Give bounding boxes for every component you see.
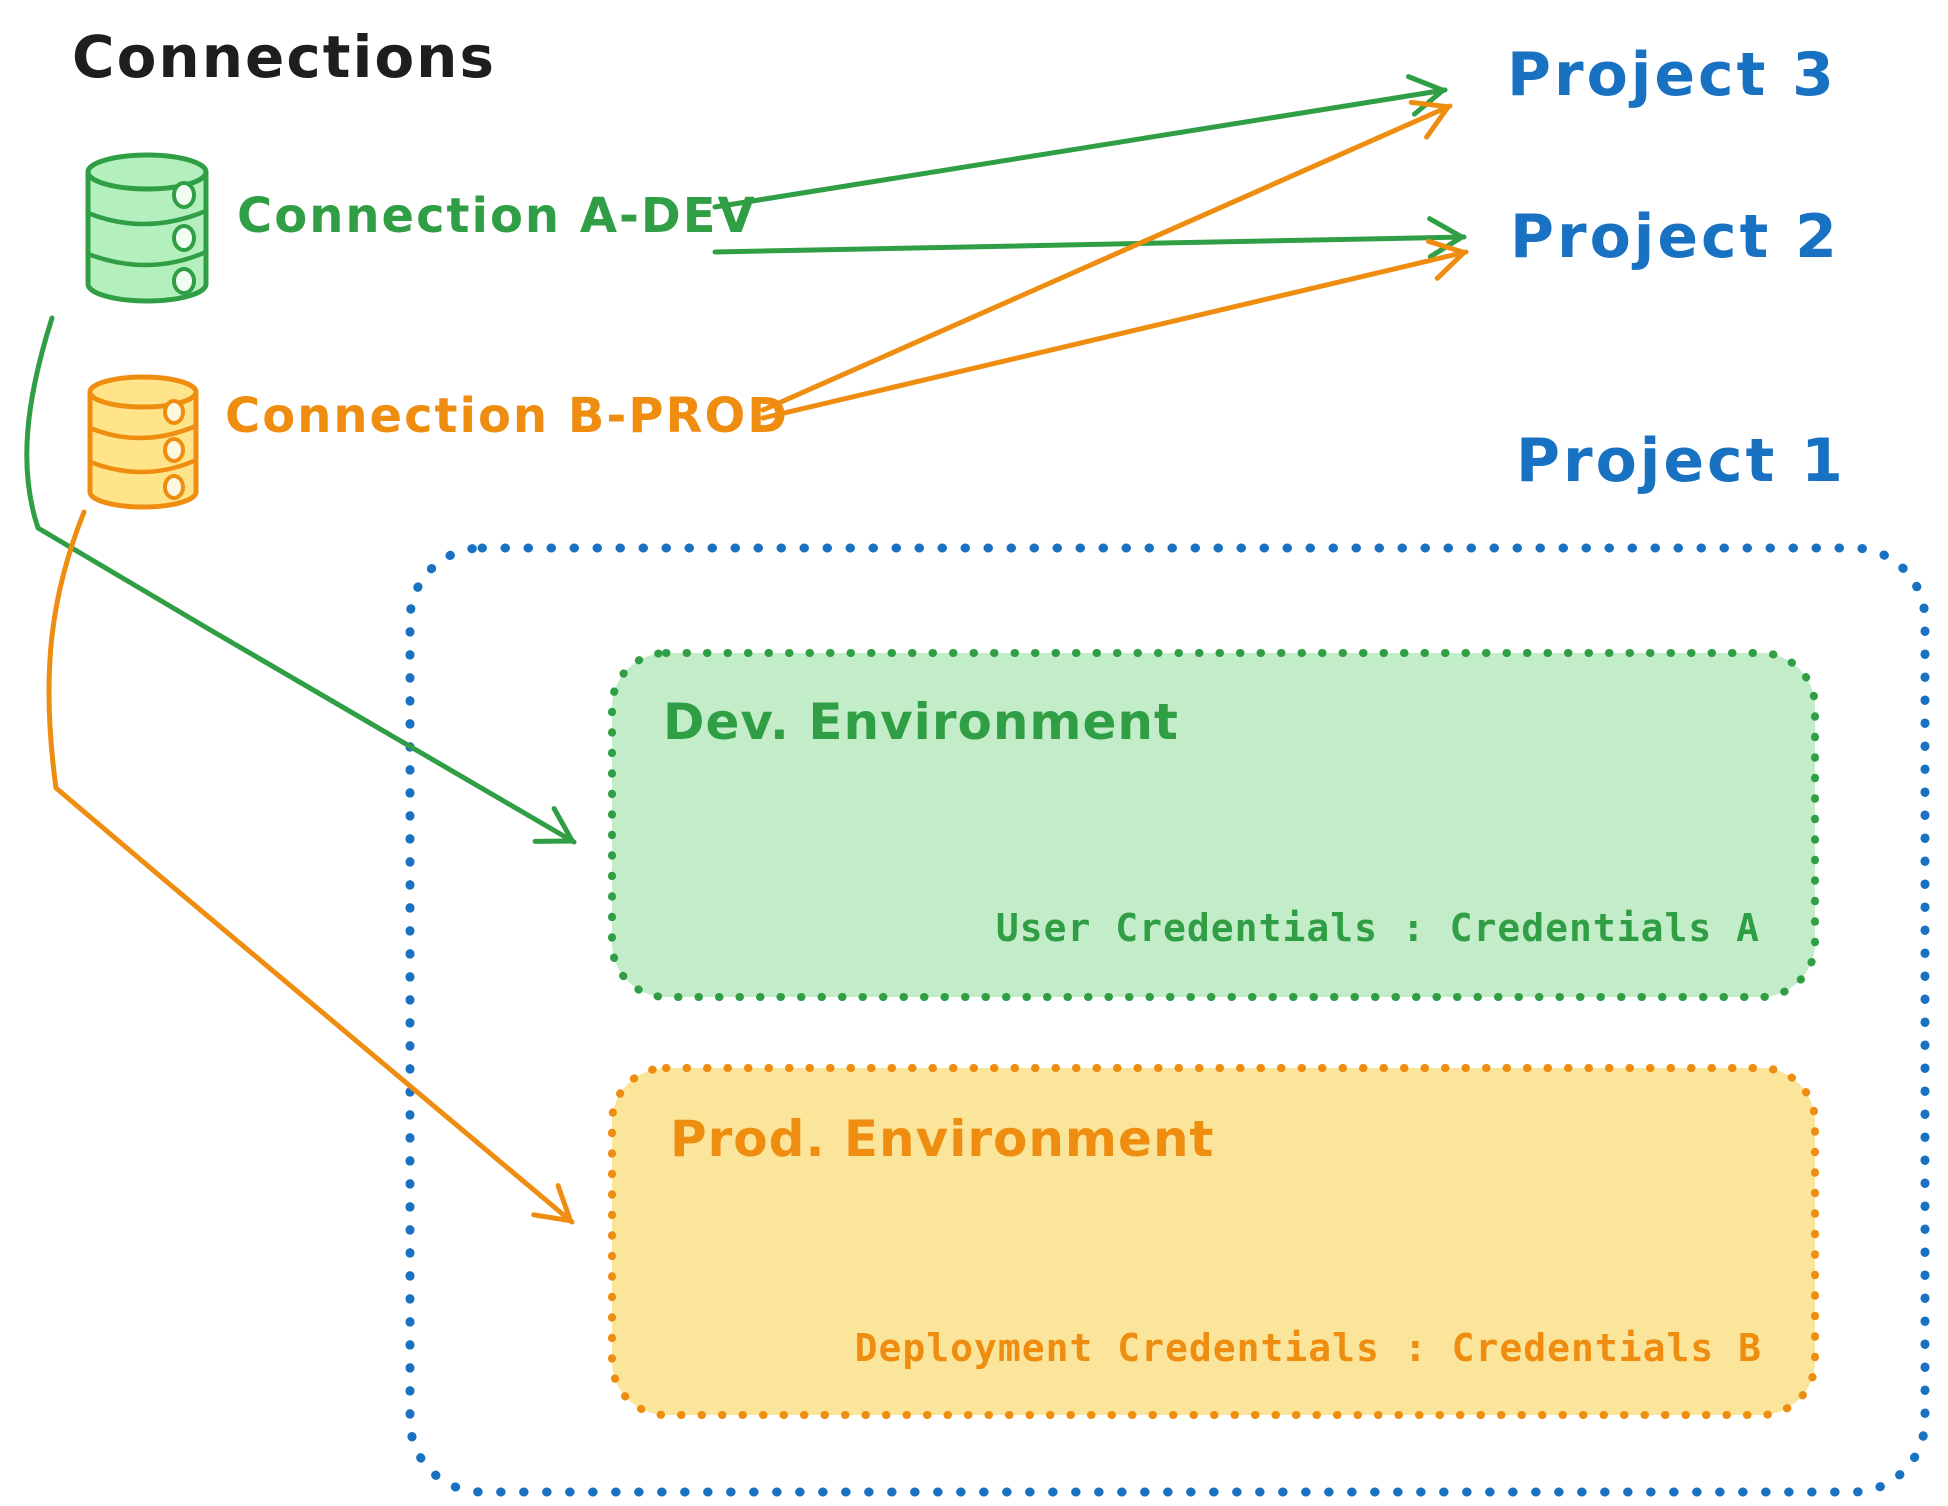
connection-b-prod-label: Connection B-PROD bbox=[225, 388, 790, 444]
arrow-a-dev-to-dev-env bbox=[24, 315, 577, 845]
prod-environment-title: Prod. Environment bbox=[670, 1110, 1215, 1168]
prod-environment-box bbox=[608, 1064, 1819, 1419]
database-icon-prod bbox=[87, 374, 199, 510]
project-1-boundary bbox=[405, 543, 1930, 1497]
project-1-label: Project 1 bbox=[1516, 426, 1846, 496]
project-3-label: Project 3 bbox=[1507, 40, 1837, 110]
arrow-a-dev-to-project-3 bbox=[712, 74, 1448, 210]
dev-credentials-text: User Credentials : Credentials A bbox=[995, 906, 1760, 950]
dev-environment-box bbox=[608, 649, 1819, 1001]
arrow-b-prod-to-project-2 bbox=[760, 238, 1469, 421]
dev-environment-title: Dev. Environment bbox=[663, 693, 1179, 751]
arrow-b-prod-to-project-3 bbox=[760, 99, 1453, 413]
project-2-label: Project 2 bbox=[1510, 202, 1840, 272]
diagram-title: Connections bbox=[72, 23, 496, 91]
arrow-a-dev-to-project-2 bbox=[712, 216, 1467, 260]
arrow-b-prod-to-prod-env bbox=[46, 509, 575, 1225]
connection-a-dev-label: Connection A-DEV bbox=[237, 188, 757, 244]
database-icon-dev bbox=[85, 152, 209, 304]
prod-credentials-text: Deployment Credentials : Credentials B bbox=[854, 1326, 1762, 1370]
